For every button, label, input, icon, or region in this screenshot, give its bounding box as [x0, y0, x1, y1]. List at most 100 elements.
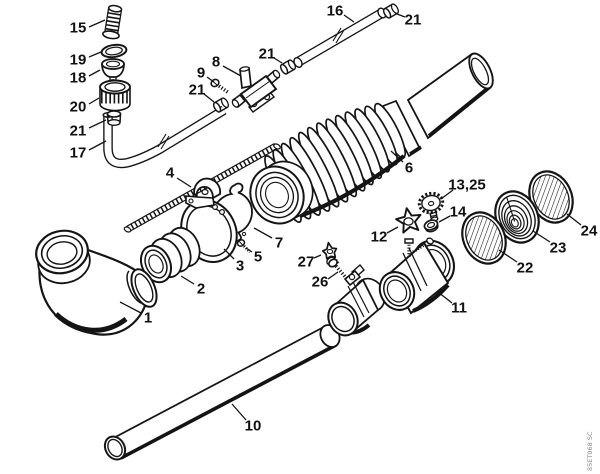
callout-label: 3 [236, 258, 244, 275]
leader-line [223, 248, 235, 260]
leader-line [203, 93, 215, 103]
callout-label: 26 [312, 274, 329, 291]
callout-label: 1 [144, 310, 152, 327]
callout-elbow-pipe: 1 [119, 301, 152, 327]
leader-line [273, 57, 283, 64]
part-knurled-cap-20 [99, 79, 131, 112]
callout-screen-cone: 23 [532, 230, 567, 257]
leader-line [253, 227, 273, 239]
callout-connector-sleeve: 2 [180, 275, 205, 298]
part-coupling-sleeve-11 [378, 237, 456, 315]
leader-line [390, 150, 404, 163]
callout-label: 19 [70, 52, 87, 69]
part-cap-nut-21a [106, 110, 122, 126]
part-star-knob-12 [395, 207, 422, 234]
callout-layer: 12345678910111213,2514151617181920212121… [70, 3, 598, 435]
watermark-code: 85ET068 SC [586, 431, 594, 471]
callout-pleated-hose: 6 [390, 150, 413, 177]
leader-line [386, 226, 399, 234]
part-clamp-collar [327, 263, 386, 337]
leader-line [327, 271, 339, 280]
callout-cap-nut-d: 21 [396, 12, 421, 29]
part-cap-nut-21d [382, 3, 399, 19]
leader-line [88, 140, 107, 151]
leader-line [88, 119, 107, 129]
callout-cap-nut-a: 21 [70, 119, 107, 140]
callout-label: 7 [275, 235, 283, 252]
callout-label: 14 [450, 204, 467, 221]
callout-valve-insert: 18 [70, 69, 101, 87]
leader-line [206, 76, 215, 83]
part-screw-small-5 [236, 239, 252, 254]
part-wing-screw-27 [321, 241, 341, 265]
leader-line [222, 65, 242, 77]
callout-label: 10 [245, 418, 262, 435]
callout-straight-tube: 10 [231, 403, 262, 435]
callout-label: 2 [197, 281, 205, 298]
callout-label: 15 [70, 20, 87, 37]
part-threaded-plug-15 [102, 4, 123, 40]
leader-line [245, 247, 253, 253]
leader-line [88, 69, 101, 77]
callout-label: 8 [212, 54, 220, 71]
leader-line [88, 19, 106, 28]
part-clamp-screw-26 [326, 256, 349, 281]
callout-gasket: 7 [253, 227, 283, 252]
callout-small-tube: 16 [327, 3, 355, 23]
callout-screen-disc-front: 22 [498, 249, 534, 277]
part-elbow-pipe-1 [35, 229, 158, 336]
callout-clamp-bracket: 4 [166, 165, 192, 188]
callout-threaded-plug: 15 [70, 19, 106, 37]
leader-line [438, 215, 451, 223]
callout-label: 16 [327, 3, 344, 20]
part-clamp-bracket-4 [185, 177, 222, 209]
part-sealing-ring-19 [100, 43, 128, 59]
callout-wing-screw: 27 [298, 254, 322, 271]
callout-clamp-screw: 26 [312, 271, 339, 291]
callout-fitting-screw: 9 [197, 65, 215, 83]
callout-label: 13,25 [448, 177, 486, 194]
leader-line [231, 403, 247, 421]
part-bent-tube-17 [102, 105, 227, 169]
leader-line [396, 13, 406, 18]
callout-label: 21 [189, 82, 206, 99]
leader-line [440, 189, 454, 200]
callout-label: 5 [254, 249, 262, 266]
part-screen-disc-rear-24 [528, 170, 574, 224]
callout-collar-nut: 14 [438, 204, 467, 223]
callout-label: 22 [517, 260, 534, 277]
callout-label: 27 [298, 254, 315, 271]
leader-line [180, 275, 195, 285]
callout-bent-tube: 17 [70, 140, 107, 162]
part-cap-nut-21c [279, 59, 296, 75]
callout-label: 21 [70, 123, 87, 140]
leader-line [437, 291, 453, 304]
callout-sealing-ring: 19 [70, 51, 102, 69]
leader-line [498, 249, 518, 263]
callout-label: 23 [550, 240, 567, 257]
callout-screen-disc-rear: 24 [566, 213, 598, 240]
leader-line [566, 213, 582, 226]
callout-valve-fitting: 8 [212, 54, 242, 77]
part-collar-nut-14 [423, 219, 439, 233]
callout-label: 24 [581, 223, 598, 240]
callout-label: 11 [451, 300, 467, 317]
callout-clamp-band: 3 [223, 248, 244, 275]
callout-label: 17 [70, 145, 87, 162]
callout-coupling-sleeve: 11 [437, 291, 467, 317]
callout-label: 6 [405, 160, 413, 177]
callout-knurled-knob: 13,25 [440, 177, 486, 200]
leader-line [313, 254, 322, 259]
part-straight-tube-10 [103, 324, 341, 461]
part-screen-disc-front-22 [461, 211, 507, 265]
part-valve-insert-18 [101, 58, 125, 84]
callout-screw-small: 5 [245, 247, 262, 266]
callout-label: 18 [70, 70, 87, 87]
leader-line [176, 177, 192, 188]
part-cap-nut-21b [212, 97, 229, 113]
callout-cap-nut-b: 21 [189, 82, 215, 103]
leader-line [88, 97, 100, 105]
callout-label: 4 [166, 165, 175, 182]
part-valve-fitting-8 [231, 66, 281, 113]
